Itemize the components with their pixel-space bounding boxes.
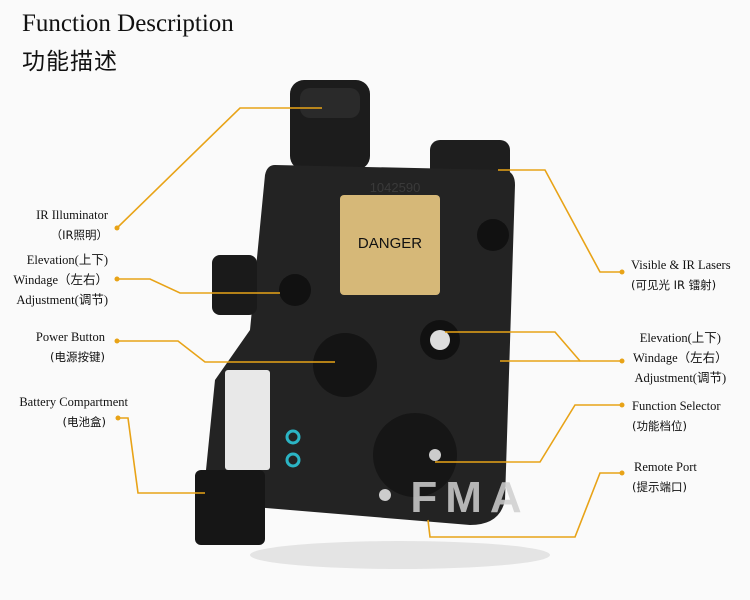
label-battery: Battery Compartment (电池盒): [19, 392, 128, 432]
label-zh: （IR照明）: [50, 228, 108, 242]
laser-device-photo: DANGER 1042590 FMA: [195, 80, 550, 569]
left-adjuster: [279, 274, 311, 306]
selector-knob: [373, 413, 457, 497]
label-en: Visible & IR Lasers: [631, 258, 731, 272]
label-remote-port: Remote Port (提示端口): [632, 457, 697, 497]
label-line: Windage（左右）: [13, 273, 108, 287]
label-zh: (功能档位): [632, 419, 687, 433]
label-zh: (提示端口): [632, 480, 687, 494]
leader-ir: [116, 107, 322, 229]
leader-selector: [435, 404, 622, 463]
leader-lines: [116, 107, 622, 538]
leader-elev-right: [445, 331, 622, 362]
label-line: Windage（左右）: [633, 351, 728, 365]
label-zh: (可见光 IR 镭射): [631, 278, 717, 292]
label-en: Battery Compartment: [19, 395, 128, 409]
danger-text: DANGER: [358, 235, 422, 252]
label-elevation-right: Elevation(上下) Windage（左右） Adjustment(调节): [633, 328, 728, 388]
fma-watermark: FMA: [410, 473, 529, 522]
leader-lasers: [498, 169, 622, 273]
label-en: Function Selector: [632, 399, 721, 413]
label-power-button: Power Button (电源按键): [36, 327, 105, 367]
page-subtitle: 功能描述: [22, 49, 118, 75]
label-line: Elevation(上下): [26, 253, 108, 267]
label-ir-illuminator: IR Illuminator （IR照明）: [36, 205, 108, 245]
leader-power: [117, 340, 335, 363]
danger-sticker: [340, 195, 440, 295]
leader-battery: [118, 417, 205, 494]
serial-number: 1042590: [370, 180, 421, 195]
label-lasers: Visible & IR Lasers (可见光 IR 镭射): [631, 255, 731, 295]
leader-remote: [427, 472, 622, 538]
battery-cap: [195, 470, 265, 545]
power-button-shape: [313, 333, 377, 397]
label-en: Power Button: [35, 330, 105, 344]
label-en: IR Illuminator: [36, 208, 108, 222]
page-title: Function Description: [22, 10, 234, 37]
label-zh: (电源按键): [50, 350, 105, 364]
label-elevation-left: Elevation(上下) Windage（左右） Adjustment(调节): [13, 250, 108, 310]
label-function-selector: Function Selector (功能档位): [632, 396, 721, 436]
label-en: Remote Port: [634, 460, 697, 474]
label-zh: (电池盒): [62, 415, 106, 429]
leader-elev-left: [117, 278, 280, 294]
device-sticker: [225, 370, 270, 470]
label-line: Elevation(上下): [639, 331, 721, 345]
label-line: Adjustment(调节): [634, 371, 727, 385]
label-line: Adjustment(调节): [16, 293, 108, 307]
